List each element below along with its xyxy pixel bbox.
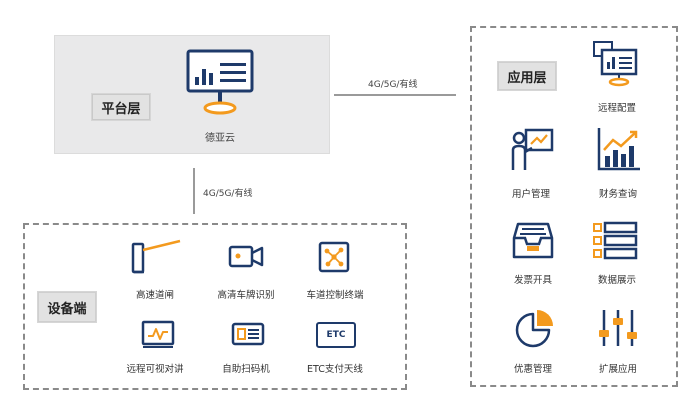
video-intercom-icon	[141, 320, 175, 348]
invoice-tray-icon	[512, 222, 554, 259]
app-item-label: 远程配置	[597, 103, 636, 114]
etc-icon: ETC	[316, 322, 356, 348]
user-management-icon	[511, 128, 554, 170]
app-layer-panel	[470, 26, 678, 387]
device-item-label: ETC支付天线	[307, 364, 363, 375]
connection-label-device: 4G/5G/有线	[203, 189, 253, 199]
pie-chart-icon	[515, 310, 553, 348]
app-item-label: 优惠管理	[513, 364, 552, 375]
app-item-label: 财务查询	[598, 189, 637, 200]
app-item-label: 扩展应用	[598, 364, 637, 375]
barrier-gate-icon	[131, 239, 181, 274]
scanner-icon	[231, 322, 265, 346]
device-item-label: 自助扫码机	[222, 364, 270, 375]
cloud-platform-label: 德亚云	[205, 133, 235, 144]
device-layer-label: 设备端	[38, 292, 96, 322]
connection-label-app: 4G/5G/有线	[368, 80, 418, 90]
app-item-label: 发票开具	[513, 275, 552, 286]
finance-chart-icon	[597, 128, 640, 171]
data-list-icon	[593, 221, 638, 260]
device-layer-panel	[23, 223, 407, 390]
device-item-label: 高清车牌识别	[217, 290, 275, 301]
camera-icon	[228, 245, 264, 268]
cloud-monitor-icon	[186, 49, 254, 115]
remote-config-icon	[593, 41, 638, 87]
app-layer-label: 应用层	[498, 62, 556, 90]
device-item-label: 车道控制终端	[306, 290, 364, 301]
platform-layer-label: 平台层	[92, 94, 150, 120]
app-item-label: 数据展示	[597, 275, 636, 286]
app-item-label: 用户管理	[511, 189, 550, 200]
network-terminal-icon	[318, 241, 350, 273]
device-item-label: 远程可视对讲	[126, 364, 184, 375]
device-item-label: 高速道闸	[135, 290, 174, 301]
sliders-icon	[599, 310, 637, 346]
